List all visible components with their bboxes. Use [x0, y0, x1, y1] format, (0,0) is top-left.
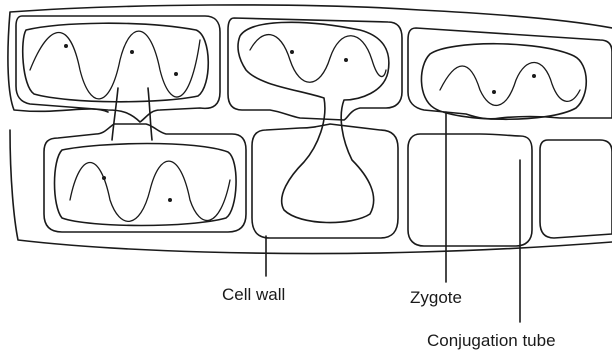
zygote-label: Zygote: [410, 289, 462, 306]
conjugation-tube-label: Conjugation tube: [427, 332, 556, 349]
pyrenoid-dot: [168, 198, 172, 202]
lower-cell-middle: [252, 124, 398, 238]
pyrenoid-dot: [130, 50, 134, 54]
pyrenoid-dot: [344, 58, 348, 62]
spiral-chloroplast-3: [250, 35, 386, 83]
lower-cell-far-right: [540, 140, 612, 238]
pyrenoid-dot: [174, 72, 178, 76]
spiral-chloroplast-4: [440, 62, 580, 105]
migrating-protoplast: [238, 22, 389, 222]
pyrenoid-dot: [102, 176, 106, 180]
upper-filament-outline: [8, 5, 612, 112]
zygote-outline: [421, 44, 586, 120]
lower-filament-outline: [10, 130, 612, 254]
conjugation-tube-left: [112, 88, 152, 140]
upper-cell-right: [408, 28, 612, 119]
pyrenoid-dot: [532, 74, 536, 78]
cell-wall-label: Cell wall: [222, 286, 285, 303]
pyrenoid-dot: [290, 50, 294, 54]
spiral-chloroplast-1: [30, 31, 200, 99]
pyrenoid-dot: [492, 90, 496, 94]
lower-cell-right: [408, 134, 532, 246]
left-lower-protoplast: [55, 144, 237, 226]
spiral-chloroplast-2: [70, 161, 230, 221]
pyrenoid-dot: [64, 44, 68, 48]
